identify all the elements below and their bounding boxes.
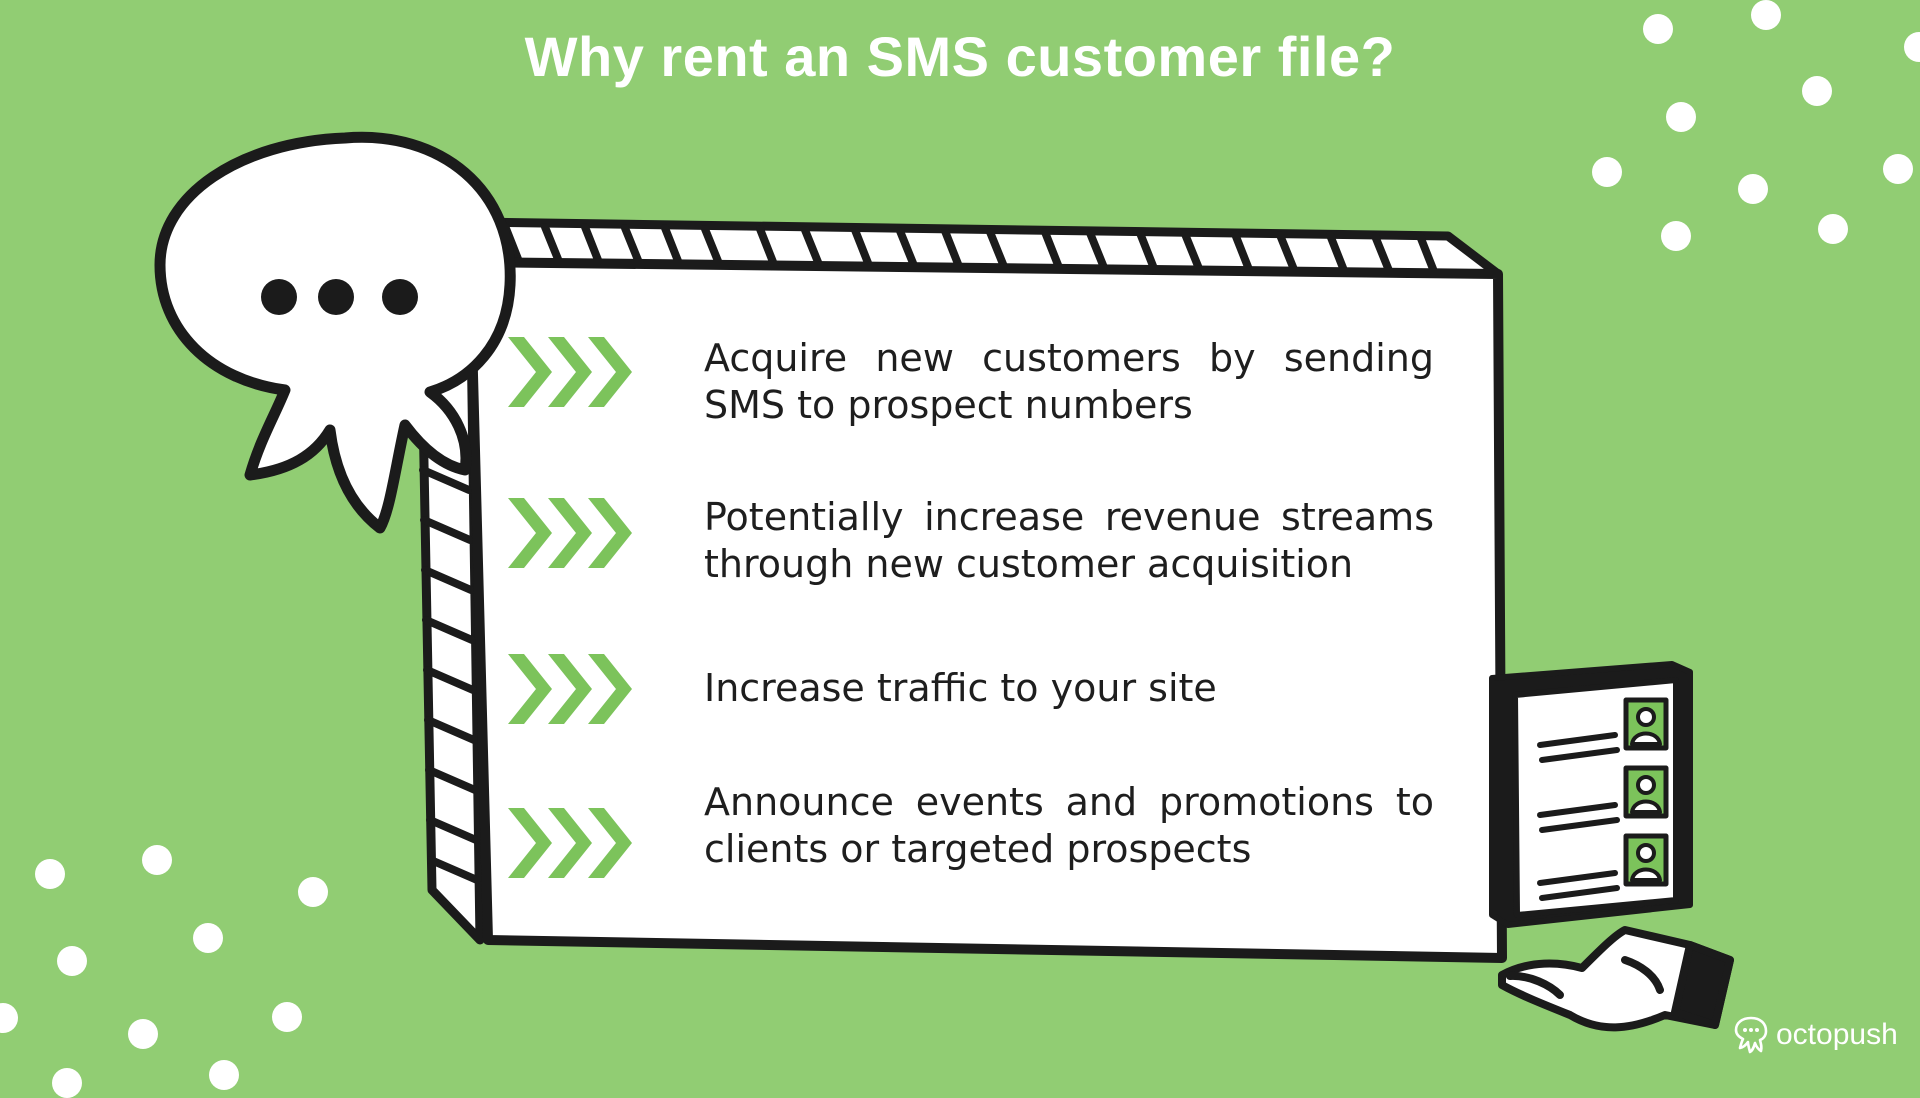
octopus-logo-icon [1734, 1016, 1768, 1054]
dot [1802, 76, 1832, 106]
triple-chevron-icon [508, 337, 632, 407]
dot [1666, 102, 1696, 132]
dot [128, 1019, 158, 1049]
hand-icon [1498, 926, 1734, 1032]
benefit-item: Announce events and promotions to client… [508, 780, 1478, 918]
benefit-text: Announce events and promotions to client… [704, 780, 1434, 871]
dot [1738, 174, 1768, 204]
benefit-item: Potentially increase revenue streams thr… [508, 495, 1478, 608]
brand-logo: octopush [1734, 1013, 1898, 1057]
dot [1751, 0, 1781, 30]
benefit-text: Potentially increase revenue streams thr… [704, 495, 1434, 586]
triple-chevron-icon [508, 808, 632, 878]
dot [0, 1003, 18, 1033]
dot [1643, 14, 1673, 44]
dot [1818, 214, 1848, 244]
dot [35, 859, 65, 889]
triple-chevron-icon [508, 498, 632, 568]
dot [142, 845, 172, 875]
triple-chevron-icon [508, 654, 632, 724]
dot [193, 923, 223, 953]
dot [272, 1002, 302, 1032]
benefit-item: Acquire new customers by sending SMS to … [508, 336, 1478, 447]
contact-list-icon [1489, 661, 1693, 928]
dot [1661, 221, 1691, 251]
octopus-speech-bubble-icon [154, 131, 516, 534]
dot [57, 946, 87, 976]
dot [298, 877, 328, 907]
benefit-item: Increase traffic to your site [508, 654, 1478, 764]
page-title: Why rent an SMS customer file? [524, 25, 1396, 88]
dot [1592, 157, 1622, 187]
brand-name: octopush [1776, 1018, 1898, 1051]
dot [1904, 32, 1920, 62]
benefit-text: Acquire new customers by sending SMS to … [704, 336, 1434, 427]
dot [1883, 154, 1913, 184]
board-frame [415, 217, 1507, 963]
benefit-text: Increase traffic to your site [704, 666, 1217, 710]
